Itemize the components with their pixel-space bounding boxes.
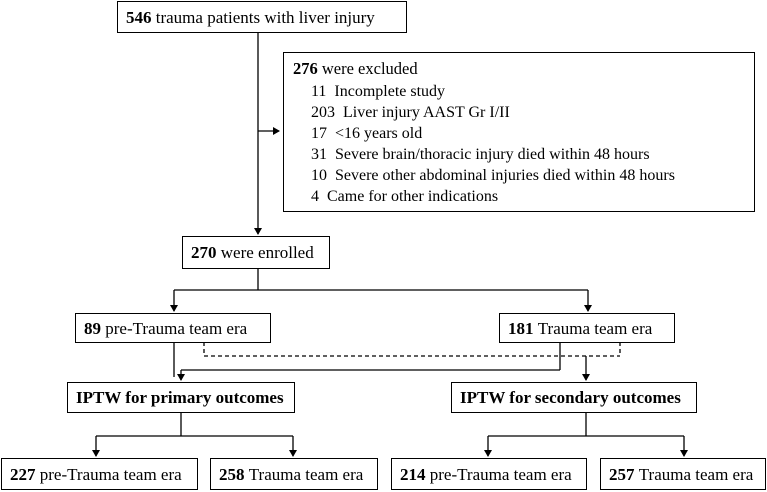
excluded-box: 276 were excluded 11 Incomplete study 203… xyxy=(283,52,755,212)
primary-pre-label: pre-Trauma team era xyxy=(39,464,182,484)
trauma-team-era-box: 181 Trauma team era xyxy=(499,313,675,343)
iptw-secondary-label: IPTW for secondary outcomes xyxy=(460,388,681,407)
pre-era-label: pre-Trauma team era xyxy=(105,318,248,338)
secondary-team-count: 257 xyxy=(609,464,635,484)
exclusion-count: 4 xyxy=(311,188,319,206)
iptw-secondary-box: IPTW for secondary outcomes xyxy=(451,382,697,413)
primary-team-label: Trauma team era xyxy=(248,464,364,484)
exclusion-count: 10 xyxy=(311,167,327,185)
secondary-pre-label: pre-Trauma team era xyxy=(429,464,572,484)
exclusion-count: 203 xyxy=(311,103,335,121)
pre-era-count: 89 xyxy=(84,318,101,338)
exclusion-item: 203 Liver injury AAST Gr I/II xyxy=(311,102,745,123)
iptw-primary-label: IPTW for primary outcomes xyxy=(76,388,284,407)
team-era-count: 181 xyxy=(508,318,534,338)
enrolled-count: 270 xyxy=(191,243,217,262)
exclusion-reason: Incomplete study xyxy=(334,82,446,100)
exclusion-reason: Severe other abdominal injuries died wit… xyxy=(335,167,675,185)
exclusion-item: 17 <16 years old xyxy=(311,123,745,144)
exclusion-reason: Came for other indications xyxy=(327,188,499,206)
primary-pre-era-box: 227 pre-Trauma team era xyxy=(1,458,198,490)
excluded-count: 276 xyxy=(293,59,318,78)
exclusion-reason: Liver injury AAST Gr I/II xyxy=(343,103,510,121)
primary-team-era-box: 258 Trauma team era xyxy=(210,458,378,490)
exclusion-item: 4 Came for other indications xyxy=(311,186,745,207)
exclusion-count: 11 xyxy=(311,82,327,100)
exclusion-list: 11 Incomplete study 203 Liver injury AAST … xyxy=(293,81,745,208)
excluded-label: were excluded xyxy=(321,59,418,78)
primary-team-count: 258 xyxy=(219,464,245,484)
exclusion-item: 10 Severe other abdominal injuries died w… xyxy=(311,165,745,186)
total-label: trauma patients with liver injury xyxy=(155,7,375,27)
exclusion-item: 11 Incomplete study xyxy=(311,81,745,102)
excluded-title: 276 were excluded xyxy=(293,59,745,78)
iptw-primary-box: IPTW for primary outcomes xyxy=(67,382,295,413)
exclusion-count: 31 xyxy=(311,146,327,164)
secondary-pre-count: 214 xyxy=(400,464,426,484)
secondary-team-era-box: 257 Trauma team era xyxy=(600,458,766,490)
exclusion-item: 31 Severe brain/thoracic injury died with… xyxy=(311,144,745,165)
exclusion-reason: Severe brain/thoracic injury died within… xyxy=(335,146,650,164)
total-patients-box: 546 trauma patients with liver injury xyxy=(117,1,407,33)
total-count: 546 xyxy=(126,7,152,27)
secondary-team-label: Trauma team era xyxy=(638,464,754,484)
primary-pre-count: 227 xyxy=(10,464,36,484)
exclusion-count: 17 xyxy=(311,124,327,142)
team-era-label: Trauma team era xyxy=(537,318,653,338)
enrolled-box: 270 were enrolled xyxy=(182,236,330,269)
exclusion-reason: <16 years old xyxy=(335,124,423,142)
secondary-pre-era-box: 214 pre-Trauma team era xyxy=(391,458,587,490)
enrolled-label: were enrolled xyxy=(220,243,314,262)
pre-trauma-era-box: 89 pre-Trauma team era xyxy=(75,313,271,343)
